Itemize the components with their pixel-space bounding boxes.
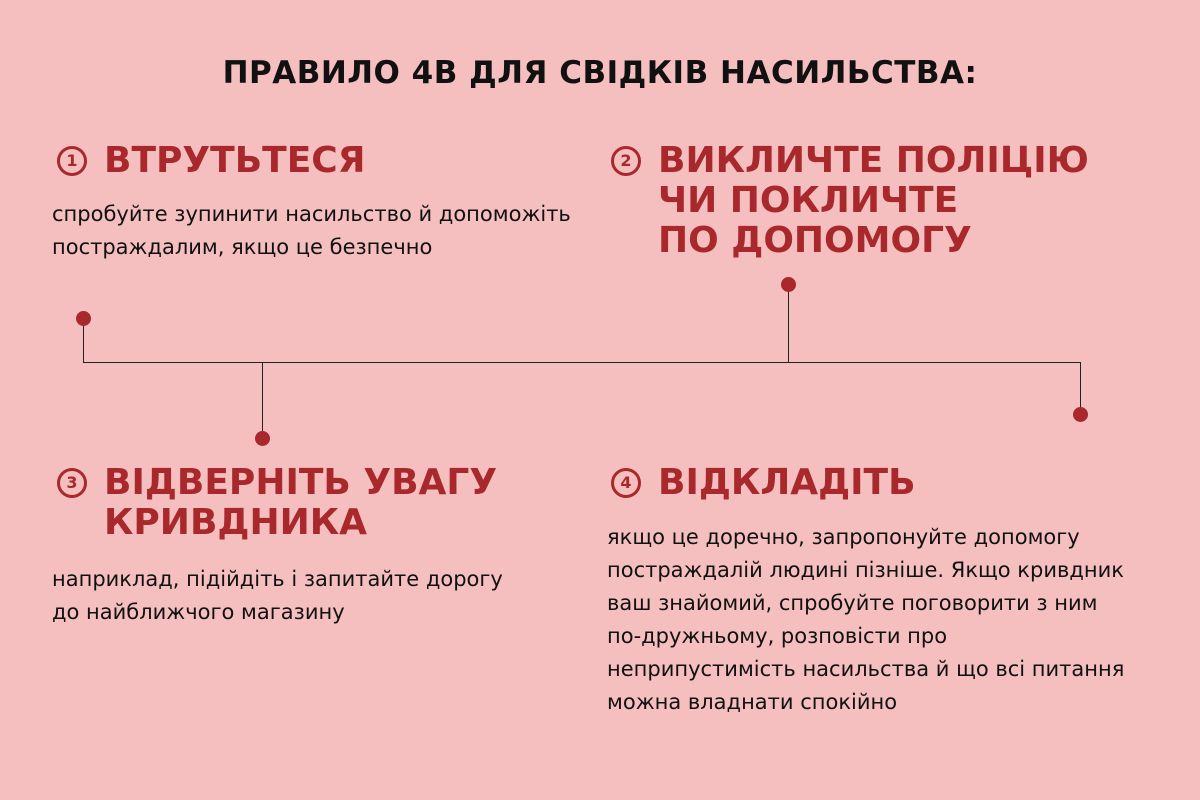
timeline-horizontal-line [83,362,1081,363]
step-4-text: якщо це доречно, запропонуйте допомогу п… [607,525,1125,714]
dot-3-icon [255,431,270,446]
step-1-heading: ВТРУТЬТЕСЯ [104,140,366,181]
dot-4-icon [1073,407,1088,422]
step-3-heading-line-1: ВІДВЕРНІТЬ УВАГУ [104,462,498,503]
step-3-number-icon: 3 [57,468,87,498]
dot-2-icon [781,277,796,292]
step-3-heading-line-2: КРИВДНИКА [104,502,367,543]
step-2-heading-line-2: ЧИ ПОКЛИЧТЕ [658,180,959,221]
connector-3 [262,362,263,438]
connector-4 [1080,362,1081,414]
step-2-heading-line-1: ВИКЛИЧТЕ ПОЛІЦІЮ [658,140,1089,181]
dot-1-icon [76,311,91,326]
step-4-heading: ВІДКЛАДІТЬ [658,462,916,503]
page-title: ПРАВИЛО 4В ДЛЯ СВІДКІВ НАСИЛЬСТВА: [222,55,978,91]
connector-2 [788,284,789,362]
step-3-text: наприклад, підійдіть і запитайте дорогу … [52,567,503,624]
step-2-heading-line-3: ПО ДОПОМОГУ [658,220,972,261]
step-4-number-icon: 4 [611,468,641,498]
step-2-number-icon: 2 [611,146,641,176]
step-1-text: спробуйте зупинити насильство й допоможі… [52,202,571,259]
connector-1 [83,318,84,362]
step-1-number-icon: 1 [57,146,87,176]
